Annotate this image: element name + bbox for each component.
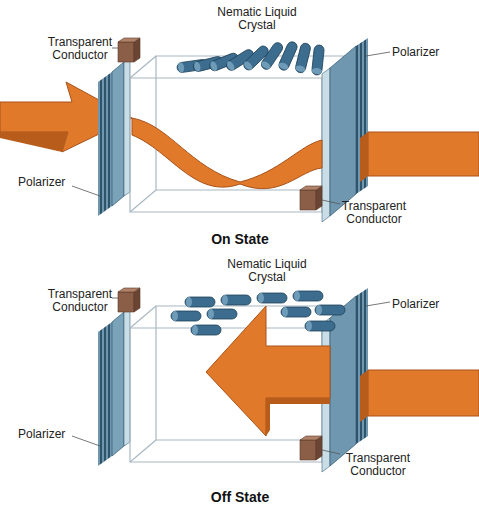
outgoing-light-block bbox=[368, 370, 479, 416]
twisted-light-ribbon bbox=[132, 118, 322, 189]
liquid-crystal-rods bbox=[295, 42, 312, 74]
outgoing-light-block bbox=[360, 370, 368, 422]
component-label: Nematic Liquid Crystal bbox=[212, 6, 302, 32]
lcd-cell bbox=[98, 288, 368, 472]
leader-lines bbox=[72, 186, 100, 196]
leader-lines bbox=[72, 48, 390, 204]
leader-lines bbox=[72, 436, 100, 446]
off-state-panel bbox=[72, 288, 479, 472]
liquid-crystal-rods bbox=[185, 297, 215, 307]
liquid-crystal-rods bbox=[257, 293, 287, 303]
component-label: Polarizer bbox=[18, 428, 98, 441]
outgoing-light-block bbox=[360, 132, 479, 182]
lcd-cell bbox=[98, 38, 368, 222]
component-label: Polarizer bbox=[392, 46, 472, 59]
liquid-crystal-rods bbox=[207, 309, 237, 319]
liquid-crystal-rods bbox=[171, 291, 345, 335]
state-caption: Off State bbox=[180, 489, 300, 505]
component-label: Polarizer bbox=[392, 298, 472, 311]
on-state-panel bbox=[0, 38, 479, 222]
component-label: Transparent Conductor bbox=[338, 452, 418, 478]
component-label: Nematic Liquid Crystal bbox=[222, 258, 312, 284]
component-label: Transparent Conductor bbox=[40, 288, 120, 314]
state-caption: On State bbox=[180, 231, 300, 247]
leader-lines bbox=[366, 52, 390, 56]
liquid-crystal-rods bbox=[171, 311, 201, 321]
leader-lines bbox=[112, 48, 118, 49]
liquid-crystal-rods bbox=[176, 40, 324, 75]
outgoing-light-block bbox=[360, 370, 479, 422]
incoming-light-arrow bbox=[0, 132, 68, 152]
liquid-crystal-rods bbox=[315, 305, 345, 315]
leader-lines bbox=[72, 298, 390, 454]
leader-lines bbox=[322, 450, 340, 454]
leader-lines bbox=[366, 302, 390, 306]
outgoing-light-block bbox=[368, 132, 479, 176]
transparent-conductor bbox=[118, 288, 140, 312]
component-label: Transparent Conductor bbox=[40, 36, 120, 62]
leader-lines bbox=[322, 200, 340, 204]
outgoing-light-block bbox=[360, 132, 368, 182]
liquid-crystal-rods bbox=[311, 45, 324, 76]
leader-lines bbox=[112, 298, 118, 299]
liquid-crystal-rods bbox=[305, 321, 335, 331]
liquid-crystal-rods bbox=[221, 295, 251, 305]
transparent-conductor bbox=[118, 38, 140, 62]
transparent-conductor bbox=[300, 436, 322, 460]
twisted-light-ribbon bbox=[132, 118, 322, 189]
component-label: Transparent Conductor bbox=[334, 200, 414, 226]
liquid-crystal-rods bbox=[293, 291, 323, 301]
transparent-conductor bbox=[300, 186, 322, 210]
blocked-light-arrow bbox=[266, 398, 330, 436]
liquid-crystal-rods bbox=[191, 325, 221, 335]
component-label: Polarizer bbox=[18, 176, 98, 189]
liquid-crystal-rods bbox=[281, 307, 311, 317]
